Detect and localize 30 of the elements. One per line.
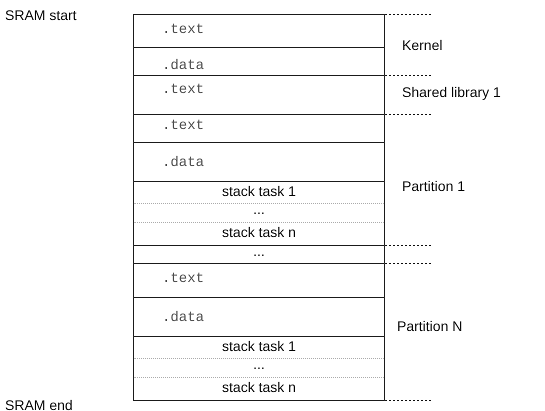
section-name: .text (162, 271, 204, 287)
section-name: .text (162, 118, 204, 134)
memory-section-box (133, 75, 385, 115)
stack-label: stack task n (222, 379, 296, 395)
memory-section-box (133, 142, 385, 182)
region-label: Partition 1 (402, 178, 466, 194)
section-name: .text (162, 22, 204, 38)
memory-section-box (133, 245, 385, 264)
memory-section-box (133, 14, 385, 48)
memory-end-label: SRAM end (5, 397, 73, 411)
memory-section-box (133, 181, 385, 246)
stack-label: ... (253, 356, 265, 372)
memory-section-box (133, 263, 385, 298)
section-name: .text (162, 82, 204, 98)
section-name: .data (162, 310, 204, 326)
section-name: .data (162, 58, 204, 74)
memory-section-box (133, 47, 385, 76)
stack-label: ... (253, 201, 265, 217)
memory-section-box (133, 297, 385, 337)
ellipsis-text: ... (253, 243, 265, 259)
memory-section-box (133, 336, 385, 401)
region-label: Partition N (397, 318, 462, 334)
region-label: Shared library 1 (402, 84, 501, 100)
memory-start-label: SRAM start (5, 7, 77, 23)
memory-section-box (133, 114, 385, 143)
stack-label: stack task 1 (222, 183, 296, 199)
region-label: Kernel (402, 37, 442, 53)
stack-label: stack task 1 (222, 338, 296, 354)
section-name: .data (162, 155, 204, 171)
stack-label: stack task n (222, 224, 296, 240)
